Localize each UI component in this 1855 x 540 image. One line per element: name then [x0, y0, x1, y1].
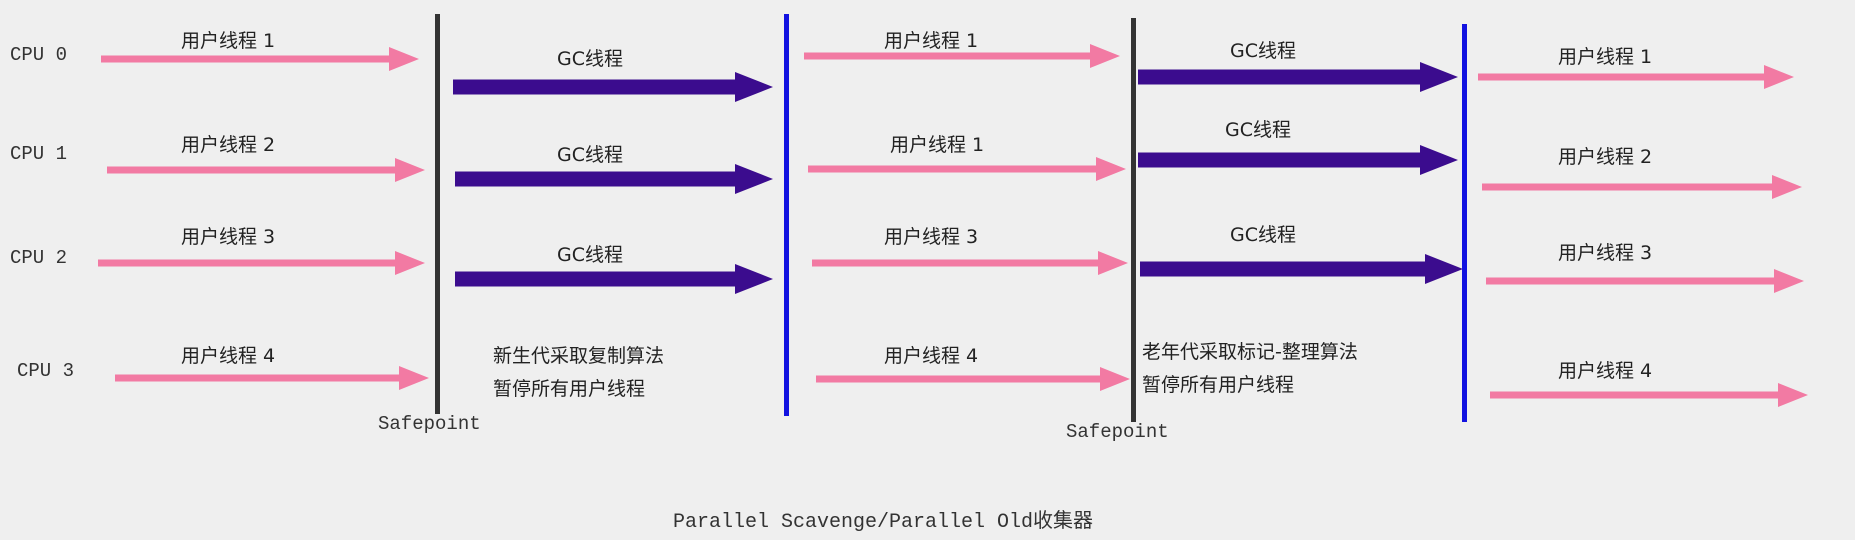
resume-line: [784, 14, 789, 416]
user-thread-arrow: [101, 46, 419, 72]
user-thread-label: 用户线程 4: [181, 345, 276, 367]
gc-thread-arrow: [1140, 254, 1463, 284]
safepoint-label: Safepoint: [1066, 421, 1169, 443]
gc-thread-label: GC线程: [557, 48, 623, 70]
user-thread-label: 用户线程 1: [890, 134, 985, 156]
cpu-label: CPU 1: [10, 143, 68, 165]
user-thread-label: 用户线程 2: [1558, 146, 1653, 168]
gc-thread-arrow: [1138, 145, 1458, 175]
user-thread-label: 用户线程 3: [884, 226, 979, 248]
gc-note: 老年代采取标记-整理算法 暂停所有用户线程: [1142, 336, 1358, 402]
user-thread-arrow: [107, 157, 425, 183]
gc-note-line: 暂停所有用户线程: [493, 378, 646, 400]
user-thread-arrow: [98, 250, 425, 276]
user-thread-label: 用户线程 4: [884, 345, 979, 367]
user-thread-label: 用户线程 2: [181, 134, 276, 156]
user-thread-label: 用户线程 1: [181, 30, 276, 52]
cpu-label: CPU 2: [10, 247, 68, 269]
safepoint-label: Safepoint: [378, 413, 481, 435]
gc-thread-label: GC线程: [1230, 224, 1296, 246]
user-thread-label: 用户线程 4: [1558, 360, 1653, 382]
gc-note-line: 新生代采取复制算法: [493, 345, 665, 367]
user-thread-arrow: [808, 156, 1126, 182]
gc-thread-label: GC线程: [1225, 119, 1291, 141]
gc-thread-label: GC线程: [557, 144, 623, 166]
safepoint-line: [1131, 18, 1136, 422]
user-thread-arrow: [1486, 268, 1804, 294]
user-thread-label: 用户线程 1: [884, 30, 979, 52]
gc-thread-arrow: [455, 164, 773, 194]
gc-thread-label: GC线程: [557, 244, 623, 266]
user-thread-arrow: [816, 366, 1130, 392]
user-thread-arrow: [804, 43, 1120, 69]
user-thread-arrow: [1478, 64, 1794, 90]
resume-line: [1462, 24, 1467, 422]
user-thread-arrow: [812, 250, 1128, 276]
cpu-label: CPU 0: [10, 44, 68, 66]
user-thread-label: 用户线程 1: [1558, 46, 1653, 68]
user-thread-arrow: [115, 365, 429, 391]
gc-thread-arrow: [453, 72, 773, 102]
diagram-caption: Parallel Scavenge/Parallel Old收集器: [673, 511, 1094, 534]
gc-thread-arrow: [1138, 62, 1458, 92]
cpu-label: CPU 3: [17, 360, 75, 382]
gc-thread-arrow: [455, 264, 773, 294]
gc-note-line: 老年代采取标记-整理算法: [1142, 341, 1358, 363]
user-thread-arrow: [1490, 382, 1808, 408]
user-thread-label: 用户线程 3: [181, 226, 276, 248]
user-thread-arrow: [1482, 174, 1802, 200]
gc-thread-label: GC线程: [1230, 40, 1296, 62]
safepoint-line: [435, 14, 440, 414]
user-thread-label: 用户线程 3: [1558, 242, 1653, 264]
gc-note: 新生代采取复制算法 暂停所有用户线程: [493, 340, 664, 406]
gc-note-line: 暂停所有用户线程: [1142, 374, 1295, 396]
